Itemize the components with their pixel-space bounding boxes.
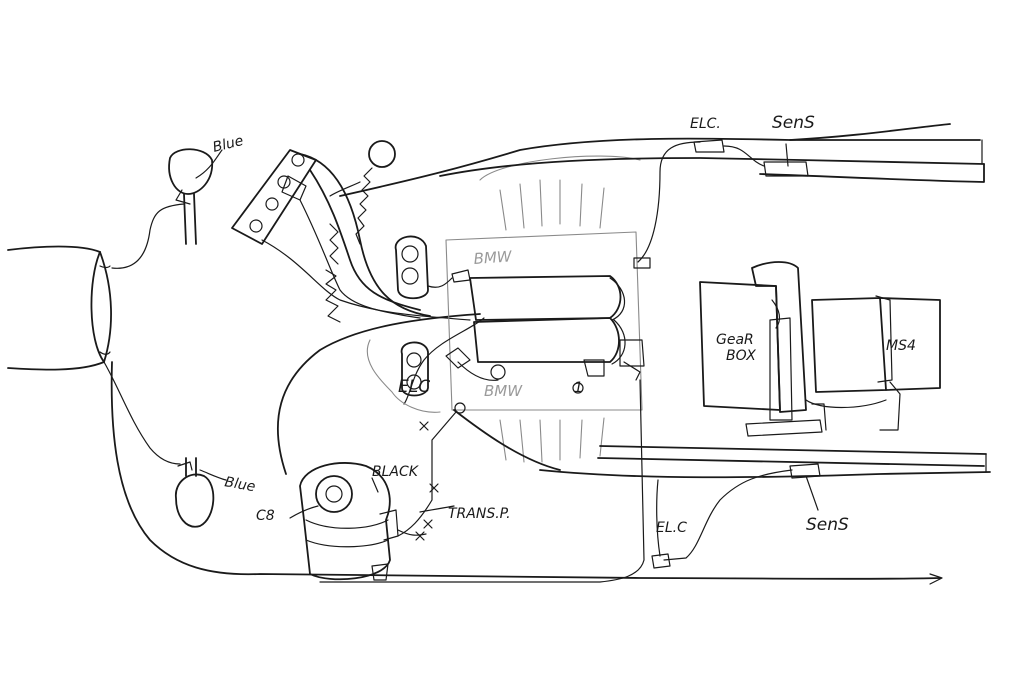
horn-wiring (397, 411, 457, 541)
label-box: BOX (726, 348, 756, 364)
label-gear: GeaR (716, 332, 754, 348)
connector-block (231, 149, 317, 245)
frame-rails-top (339, 123, 985, 197)
label-sens-top: SenS (772, 113, 815, 133)
gear-box (699, 261, 823, 437)
frame-rails-left (110, 313, 943, 585)
ms4-unit (805, 295, 941, 431)
horn-assembly (289, 462, 399, 581)
label-transp: TRANS.P. (448, 506, 511, 522)
label-c8: C8 (256, 508, 275, 524)
label-elc-bottom: EL.C (656, 520, 687, 536)
wire-loom (261, 153, 471, 323)
label-bmw-top: BMW (473, 247, 513, 268)
frame-rails-bottom (453, 409, 991, 479)
small-lamp-top (329, 140, 396, 245)
gauge-cluster-lower (400, 341, 429, 397)
gauge-cluster-upper (394, 235, 429, 300)
engine (445, 155, 645, 463)
label-blue-bottom: Blue (223, 474, 256, 495)
steering-tube (7, 245, 112, 371)
label-one: 1 (574, 380, 583, 396)
sensor-top-wiring (633, 139, 809, 269)
label-blue-top: Blue (211, 133, 245, 156)
label-black: BLACK (372, 464, 420, 480)
label-elc-center: ELC (398, 377, 430, 397)
label-bmw-bottom: BMW (484, 382, 523, 400)
label-ms4: MS4 (886, 338, 916, 354)
indicator-lamp-bottom (103, 361, 227, 528)
sensor-bottom-wiring (319, 379, 821, 583)
label-elc-top: ELC. (690, 116, 721, 132)
center-connectors (366, 269, 506, 414)
label-sens-bottom: SenS (806, 515, 849, 535)
indicator-lamp-top (111, 148, 223, 269)
